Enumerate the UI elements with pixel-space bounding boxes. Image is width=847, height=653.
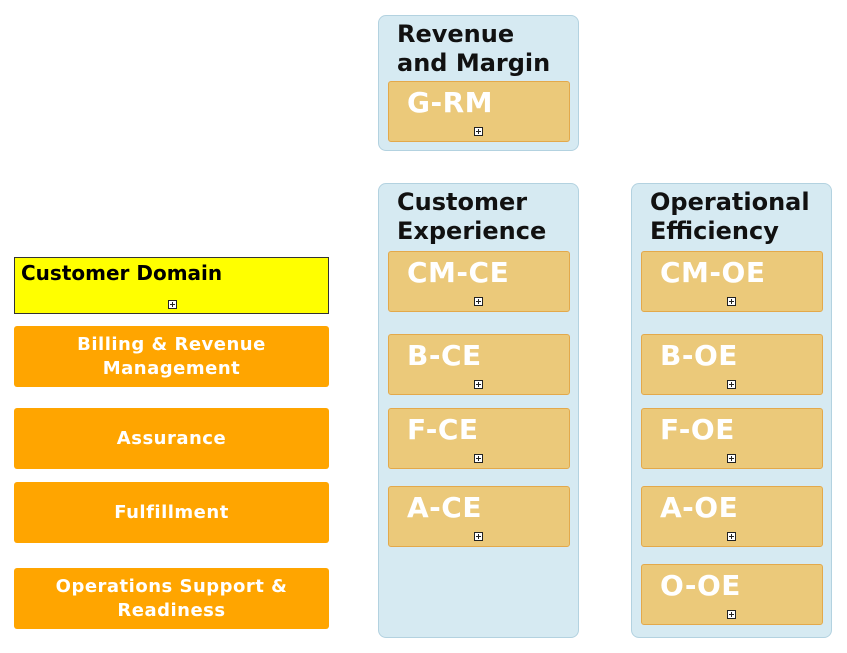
area-operations-support[interactable]: Operations Support & Readiness bbox=[14, 568, 329, 629]
customer-experience-title: Customer Experience bbox=[397, 188, 547, 245]
metric-label: O-OE bbox=[660, 569, 741, 602]
operational-efficiency-panel: Operational Efficiency CM-OE B-OE F-OE A… bbox=[631, 183, 832, 638]
metric-label: CM-CE bbox=[407, 256, 510, 289]
plus-square-icon[interactable] bbox=[474, 532, 483, 541]
metric-g-rm[interactable]: G-RM bbox=[388, 81, 570, 142]
metric-label: F-CE bbox=[407, 413, 479, 446]
revenue-margin-title: Revenue and Margin bbox=[397, 20, 551, 77]
metric-f-ce[interactable]: F-CE bbox=[388, 408, 570, 469]
operational-efficiency-title: Operational Efficiency bbox=[650, 188, 810, 245]
metric-label: A-OE bbox=[660, 491, 739, 524]
metric-b-ce[interactable]: B-CE bbox=[388, 334, 570, 395]
metric-label: G-RM bbox=[407, 86, 494, 119]
customer-domain-title: Customer Domain bbox=[21, 261, 223, 285]
plus-square-icon[interactable] bbox=[727, 297, 736, 306]
metric-a-oe[interactable]: A-OE bbox=[641, 486, 823, 547]
revenue-margin-panel: Revenue and Margin G-RM bbox=[378, 15, 579, 151]
metric-label: F-OE bbox=[660, 413, 735, 446]
metric-o-oe[interactable]: O-OE bbox=[641, 564, 823, 625]
plus-square-icon[interactable] bbox=[474, 297, 483, 306]
plus-square-icon[interactable] bbox=[727, 532, 736, 541]
plus-square-icon[interactable] bbox=[168, 300, 177, 309]
plus-square-icon[interactable] bbox=[727, 610, 736, 619]
area-label: Fulfillment bbox=[114, 501, 229, 523]
metric-b-oe[interactable]: B-OE bbox=[641, 334, 823, 395]
customer-domain-box[interactable]: Customer Domain bbox=[14, 257, 329, 314]
area-label: Operations Support & Readiness bbox=[55, 575, 288, 621]
plus-square-icon[interactable] bbox=[474, 454, 483, 463]
plus-square-icon[interactable] bbox=[474, 127, 483, 136]
plus-square-icon[interactable] bbox=[474, 380, 483, 389]
plus-square-icon[interactable] bbox=[727, 454, 736, 463]
area-label: Billing & Revenue Management bbox=[77, 333, 266, 379]
customer-experience-panel: Customer Experience CM-CE B-CE F-CE A-CE bbox=[378, 183, 579, 638]
area-billing-revenue[interactable]: Billing & Revenue Management bbox=[14, 326, 329, 387]
plus-square-icon[interactable] bbox=[727, 380, 736, 389]
area-assurance[interactable]: Assurance bbox=[14, 408, 329, 469]
metric-label: B-OE bbox=[660, 339, 738, 372]
metric-label: CM-OE bbox=[660, 256, 766, 289]
area-fulfillment[interactable]: Fulfillment bbox=[14, 482, 329, 543]
area-label: Assurance bbox=[116, 427, 227, 449]
metric-a-ce[interactable]: A-CE bbox=[388, 486, 570, 547]
metric-f-oe[interactable]: F-OE bbox=[641, 408, 823, 469]
metric-label: A-CE bbox=[407, 491, 482, 524]
metric-cm-oe[interactable]: CM-OE bbox=[641, 251, 823, 312]
metric-label: B-CE bbox=[407, 339, 482, 372]
metric-cm-ce[interactable]: CM-CE bbox=[388, 251, 570, 312]
